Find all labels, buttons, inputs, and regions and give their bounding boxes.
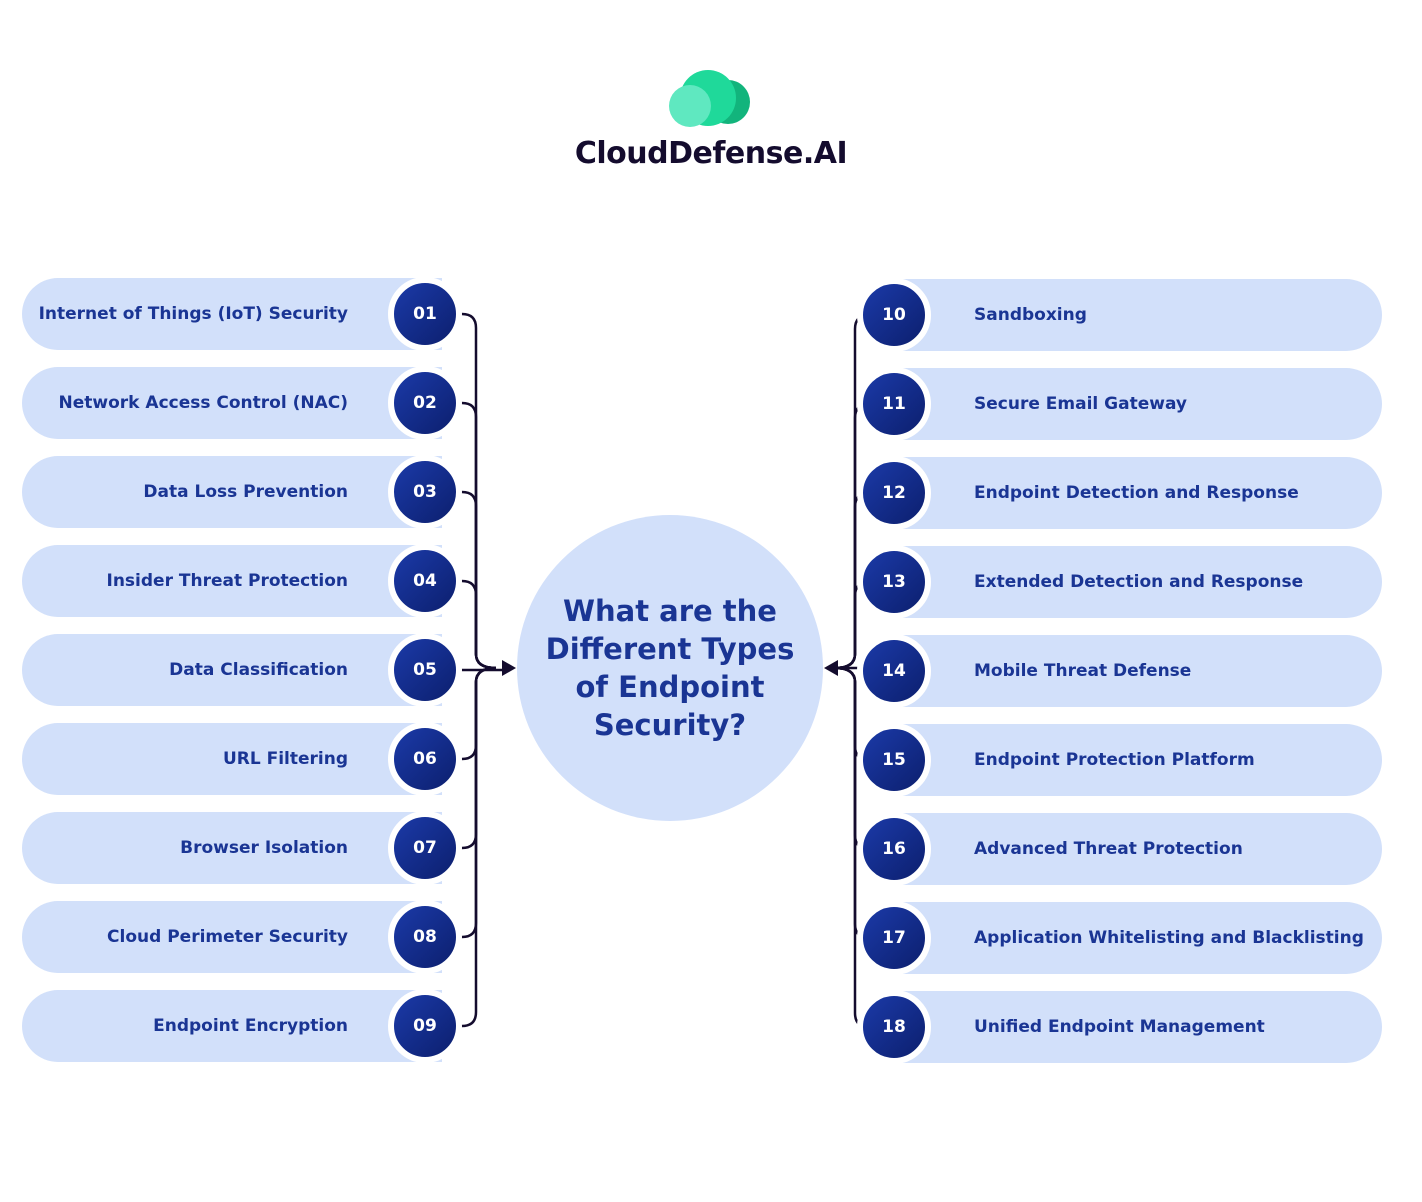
connector-line xyxy=(834,402,888,670)
item-label: Data Classification xyxy=(169,660,348,680)
item-label: Application Whitelisting and Blacklistin… xyxy=(974,928,1364,948)
left-arrowhead-icon xyxy=(502,660,516,676)
item-number-badge: 05 xyxy=(388,633,462,707)
list-item: Sandboxing 10 xyxy=(857,278,1382,352)
item-label: Data Loss Prevention xyxy=(143,482,348,502)
list-item: Unified Endpoint Management 18 xyxy=(857,990,1382,1064)
list-item: Internet of Things (IoT) Security 01 xyxy=(22,277,462,351)
item-number-badge: 16 xyxy=(857,812,931,886)
list-item: Extended Detection and Response 13 xyxy=(857,545,1382,619)
item-label: Sandboxing xyxy=(974,305,1087,325)
item-number-badge: 15 xyxy=(857,723,931,797)
connector-line xyxy=(834,666,888,940)
item-label: Endpoint Encryption xyxy=(153,1016,348,1036)
list-item: Mobile Threat Defense 14 xyxy=(857,634,1382,708)
right-arrowhead-icon xyxy=(824,660,838,676)
item-number-badge: 02 xyxy=(388,366,462,440)
cloud-logo-icon xyxy=(669,70,750,127)
item-label: Endpoint Protection Platform xyxy=(974,750,1255,770)
center-topic: What are the Different Types of Endpoint… xyxy=(517,515,823,821)
item-label: Endpoint Detection and Response xyxy=(974,483,1299,503)
connector-line xyxy=(437,401,497,670)
item-number-badge: 13 xyxy=(857,545,931,619)
item-label: Cloud Perimeter Security xyxy=(107,927,348,947)
item-number-badge: 03 xyxy=(388,455,462,529)
item-number-badge: 04 xyxy=(388,544,462,618)
center-title: What are the Different Types of Endpoint… xyxy=(545,594,795,742)
list-item: URL Filtering 06 xyxy=(22,722,462,796)
item-label: Advanced Threat Protection xyxy=(974,839,1243,859)
connector-line xyxy=(437,579,497,670)
list-item: Network Access Control (NAC) 02 xyxy=(22,366,462,440)
item-number-badge: 18 xyxy=(857,990,931,1064)
list-item: Insider Threat Protection 04 xyxy=(22,544,462,618)
list-item: Data Classification 05 xyxy=(22,633,462,707)
item-label: Insider Threat Protection xyxy=(106,571,349,591)
item-label: Secure Email Gateway xyxy=(974,394,1187,414)
item-number-badge: 07 xyxy=(388,811,462,885)
item-number-badge: 10 xyxy=(857,278,931,352)
connector-line xyxy=(437,666,497,1028)
brand-name: CloudDefense.AI xyxy=(574,136,848,171)
list-item: Browser Isolation 07 xyxy=(22,811,462,885)
list-item: Advanced Threat Protection 16 xyxy=(857,812,1382,886)
item-number-badge: 08 xyxy=(388,900,462,974)
item-label: Internet of Things (IoT) Security xyxy=(38,304,348,324)
list-item: Cloud Perimeter Security 08 xyxy=(22,900,462,974)
list-item: Secure Email Gateway 11 xyxy=(857,367,1382,441)
item-number-badge: 06 xyxy=(388,722,462,796)
item-label: Unified Endpoint Management xyxy=(974,1017,1265,1037)
item-label: Extended Detection and Response xyxy=(974,572,1304,592)
item-number-badge: 09 xyxy=(388,989,462,1063)
item-number-badge: 01 xyxy=(388,277,462,351)
list-item: Endpoint Protection Platform 15 xyxy=(857,723,1382,797)
list-item: Data Loss Prevention 03 xyxy=(22,455,462,529)
item-label: Browser Isolation xyxy=(180,838,348,858)
item-number-badge: 17 xyxy=(857,901,931,975)
item-number-badge: 12 xyxy=(857,456,931,530)
item-number-badge: 14 xyxy=(857,634,931,708)
item-label: URL Filtering xyxy=(222,749,348,769)
list-item: Application Whitelisting and Blacklistin… xyxy=(857,901,1382,975)
list-item: Endpoint Detection and Response 12 xyxy=(857,456,1382,530)
item-label: Network Access Control (NAC) xyxy=(58,393,348,413)
connector-line xyxy=(437,666,497,939)
list-item: Endpoint Encryption 09 xyxy=(22,989,462,1063)
item-label: Mobile Threat Defense xyxy=(974,661,1192,681)
item-number-badge: 11 xyxy=(857,367,931,441)
